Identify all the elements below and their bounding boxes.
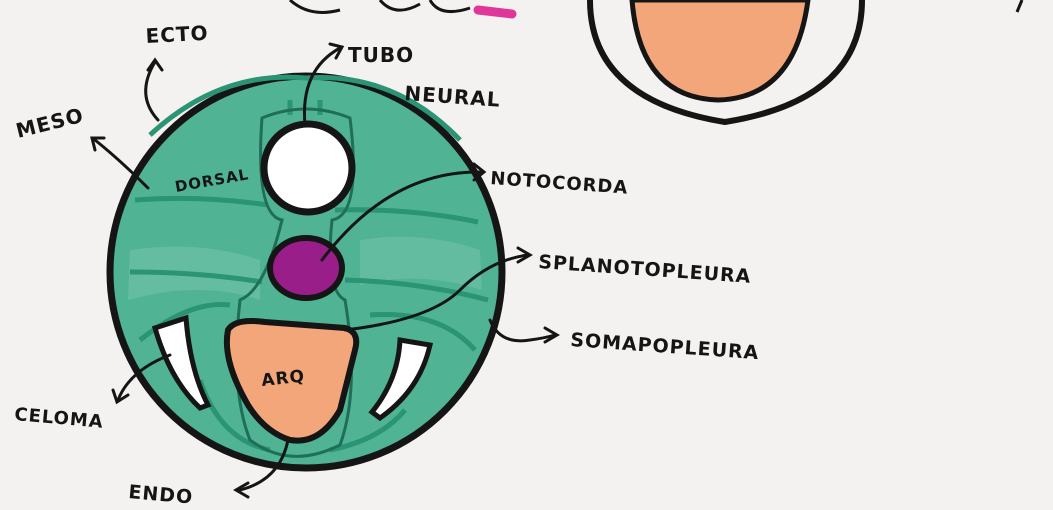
label-endo: ENDO: [128, 481, 194, 509]
second-embryo-partial: [590, 0, 1022, 122]
label-somatopleura: SOMAPOPLEURA: [570, 329, 760, 364]
label-tubo: TUBO: [348, 43, 414, 67]
top-scribble: [290, 0, 470, 12]
label-ecto: ECTO: [145, 21, 209, 48]
neural-tube: [264, 124, 352, 212]
label-notocorda: NOTOCORDA: [490, 168, 629, 199]
label-celoma: CELOMA: [14, 404, 105, 433]
pink-marker-stroke: [478, 10, 512, 14]
label-meso: MESO: [13, 103, 86, 143]
label-splanotopleura: SPLANOTOPLEURA: [538, 251, 752, 288]
